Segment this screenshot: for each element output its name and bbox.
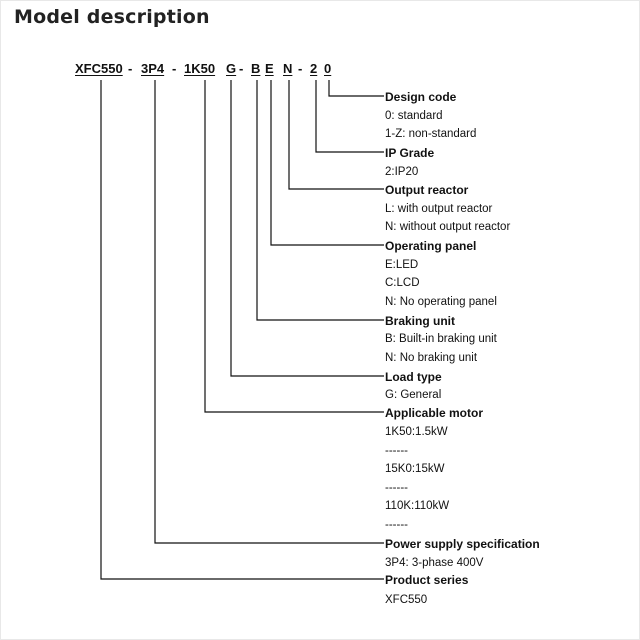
group-line: N: No braking unit: [385, 352, 478, 364]
group-line: B: Built-in braking unit: [385, 333, 497, 345]
group-line: 1K50:1.5kW: [385, 426, 448, 438]
group-line: 1-Z: non-standard: [385, 128, 477, 140]
group-line: ------: [385, 482, 408, 494]
code-separator: -: [128, 61, 133, 76]
group-heading-power-supply: Power supply specification: [385, 537, 540, 551]
code-separator: -: [172, 61, 177, 76]
group-line: C:LCD: [385, 277, 420, 289]
group-heading-ip-grade: IP Grade: [385, 146, 435, 160]
code-segment-power: 3P4: [141, 61, 165, 76]
leader-design-code: [328, 80, 384, 97]
code-separator: -: [298, 61, 303, 76]
group-line: ------: [385, 445, 408, 457]
group-line: N: No operating panel: [385, 296, 497, 308]
leader-operating-panel: [270, 80, 384, 246]
group-line: 2:IP20: [385, 166, 419, 178]
leader-applicable-motor: [204, 80, 384, 413]
page-title: Model description: [14, 6, 210, 28]
group-line: 15K0:15kW: [385, 463, 445, 475]
group-heading-output-reactor: Output reactor: [385, 183, 469, 197]
group-line: L: with output reactor: [385, 203, 493, 215]
group-line: 0: standard: [385, 110, 443, 122]
code-segment-series: XFC550: [75, 61, 123, 76]
group-heading-load-type: Load type: [385, 370, 442, 384]
code-segment-ip: 2: [310, 61, 318, 76]
leader-power-supply: [154, 80, 384, 544]
leader-ip-grade: [315, 80, 384, 153]
code-segment-panel: E: [265, 61, 274, 76]
code-segment-reactor: N: [283, 61, 293, 76]
code-segment-load: G: [226, 61, 237, 76]
group-line: 3P4: 3-phase 400V: [385, 557, 484, 569]
group-heading-operating-panel: Operating panel: [385, 239, 477, 253]
group-line: N: without output reactor: [385, 221, 511, 233]
group-heading-product-series: Product series: [385, 573, 469, 587]
group-line: ------: [385, 519, 408, 531]
group-heading-design-code: Design code: [385, 90, 457, 104]
leader-product-series: [100, 80, 384, 580]
group-line: G: General: [385, 389, 442, 401]
leader-braking-unit: [256, 80, 384, 321]
leader-load-type: [230, 80, 384, 377]
leader-output-reactor: [288, 80, 384, 190]
group-line: XFC550: [385, 594, 428, 606]
group-heading-applicable-motor: Applicable motor: [385, 406, 484, 420]
code-segment-braking: B: [251, 61, 261, 76]
code-segment-motor: 1K50: [184, 61, 216, 76]
code-separator: -: [239, 61, 244, 76]
code-segment-design: 0: [324, 61, 332, 76]
group-line: 110K:110kW: [385, 500, 450, 512]
group-line: E:LED: [385, 259, 419, 271]
group-heading-braking-unit: Braking unit: [385, 314, 456, 328]
